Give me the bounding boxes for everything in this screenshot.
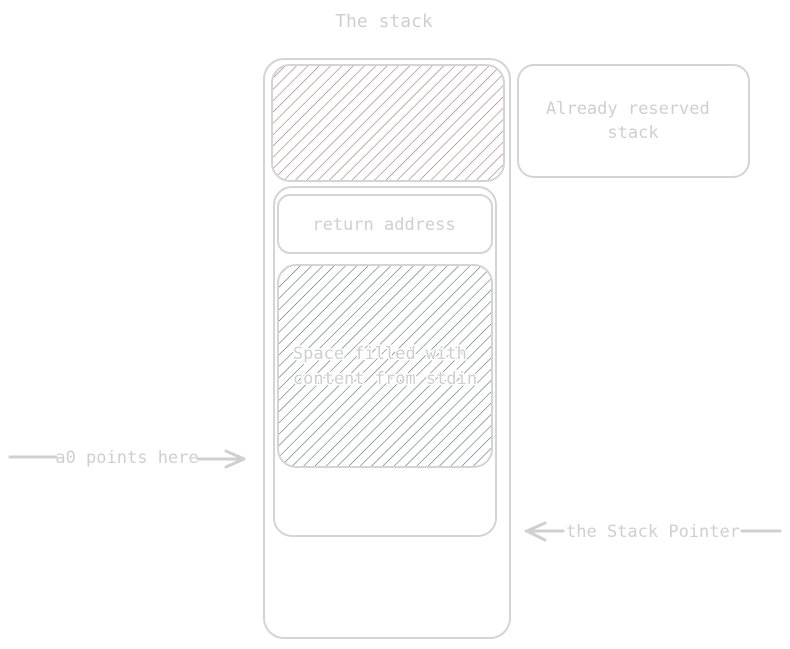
- diagram-title: The stack: [335, 11, 433, 32]
- a0-pointer-arrow: a0 points here: [8, 448, 246, 469]
- reserved-stack-label-box: [517, 64, 750, 178]
- return-address-label: return address: [312, 215, 455, 235]
- stdin-buffer-label: Space filled with content from stdin: [293, 344, 477, 389]
- stack-pointer-arrow: the Stack Pointer: [524, 521, 782, 542]
- reserved-stack-block: [271, 64, 505, 182]
- stdin-buffer-label-line-2: content from stdin: [293, 369, 477, 389]
- stdin-buffer-area: [277, 264, 493, 468]
- reserved-stack-label-line-2: stack: [607, 123, 658, 143]
- return-address-slot: [277, 194, 493, 254]
- stdin-buffer-label-line-1: Space filled with: [293, 344, 467, 364]
- a0-pointer-label: a0 points here: [55, 448, 198, 468]
- stack-frame: [273, 186, 497, 537]
- reserved-stack-label-line-1: Already reserved: [546, 99, 710, 119]
- stack-container: [263, 58, 511, 639]
- reserved-stack-label: Already reserved stack: [546, 99, 720, 143]
- stack-pointer-label: the Stack Pointer: [566, 522, 740, 542]
